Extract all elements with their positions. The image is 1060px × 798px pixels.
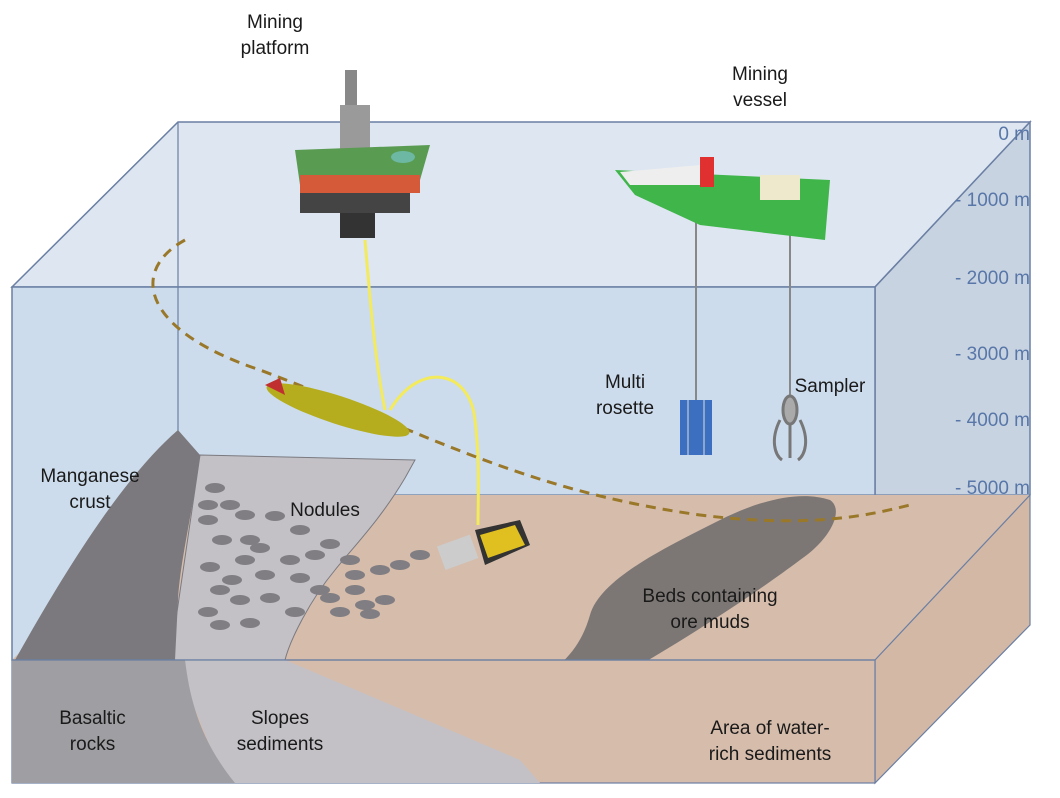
nodule (220, 500, 240, 510)
nodule (370, 565, 390, 575)
nodule (340, 555, 360, 565)
nodule (375, 595, 395, 605)
slopes-layer (175, 660, 540, 783)
nodule (240, 618, 260, 628)
nodule (280, 555, 300, 565)
sampler-icon (772, 394, 808, 462)
nodule (330, 607, 350, 617)
label-mining-vessel: Mining vessel (732, 64, 788, 111)
nodule (320, 539, 340, 549)
nodule (198, 515, 218, 525)
label-mining-platform: Mining platform (240, 12, 310, 59)
nodule (210, 620, 230, 630)
nodules-group (198, 483, 430, 630)
depth-5000: - 5000 m (955, 478, 1030, 499)
nodule (205, 483, 225, 493)
nodule (240, 535, 260, 545)
nodule (235, 510, 255, 520)
water-top-face (10, 121, 1032, 288)
auv-icon (265, 378, 410, 437)
nodule (260, 593, 280, 603)
nodule (198, 607, 218, 617)
nodule (198, 500, 218, 510)
depth-2000: - 2000 m (955, 268, 1030, 289)
label-beds-ore-muds: Beds containing ore muds (642, 586, 778, 633)
label-slopes-sediments: Slopes sediments (236, 708, 324, 755)
nodule (255, 570, 275, 580)
label-sampler: Sampler (794, 376, 866, 397)
depth-1000: - 1000 m (955, 190, 1030, 211)
nodule (355, 600, 375, 610)
nodule (230, 595, 250, 605)
depth-4000: - 4000 m (955, 410, 1030, 431)
nodule (290, 525, 310, 535)
label-manganese-crust: Manganese crust (40, 466, 140, 513)
nodule (345, 570, 365, 580)
nodule (200, 562, 220, 572)
nodule (212, 535, 232, 545)
nodule (235, 555, 255, 565)
depth-0: 0 m (998, 124, 1030, 145)
mining-platform-icon (295, 70, 430, 238)
label-water-rich-sediments: Area of water- rich sediments (708, 718, 832, 765)
auv-dashed-route (151, 238, 911, 523)
platform-cable (363, 239, 387, 411)
label-basaltic-rocks: Basaltic rocks (59, 708, 126, 755)
nodule (360, 609, 380, 619)
label-multi-rosette: Multi rosette (595, 372, 655, 419)
nodule (390, 560, 410, 570)
nodule (290, 573, 310, 583)
multi-rosette-icon (680, 400, 712, 455)
nodule (210, 585, 230, 595)
basalt-layer (12, 660, 235, 783)
nodule (320, 593, 340, 603)
nodule (265, 511, 285, 521)
nodule (310, 585, 330, 595)
nodule (305, 550, 325, 560)
nodule (285, 607, 305, 617)
manganese-crust-shape (15, 430, 200, 660)
depth-3000: - 3000 m (955, 344, 1030, 365)
nodule (250, 543, 270, 553)
nodule (222, 575, 242, 585)
label-nodules: Nodules (290, 500, 360, 521)
auv-crawler-cable (388, 375, 480, 526)
nodule (410, 550, 430, 560)
nodule (345, 585, 365, 595)
crawler-icon (436, 520, 530, 571)
mining-vessel-icon (615, 157, 830, 240)
